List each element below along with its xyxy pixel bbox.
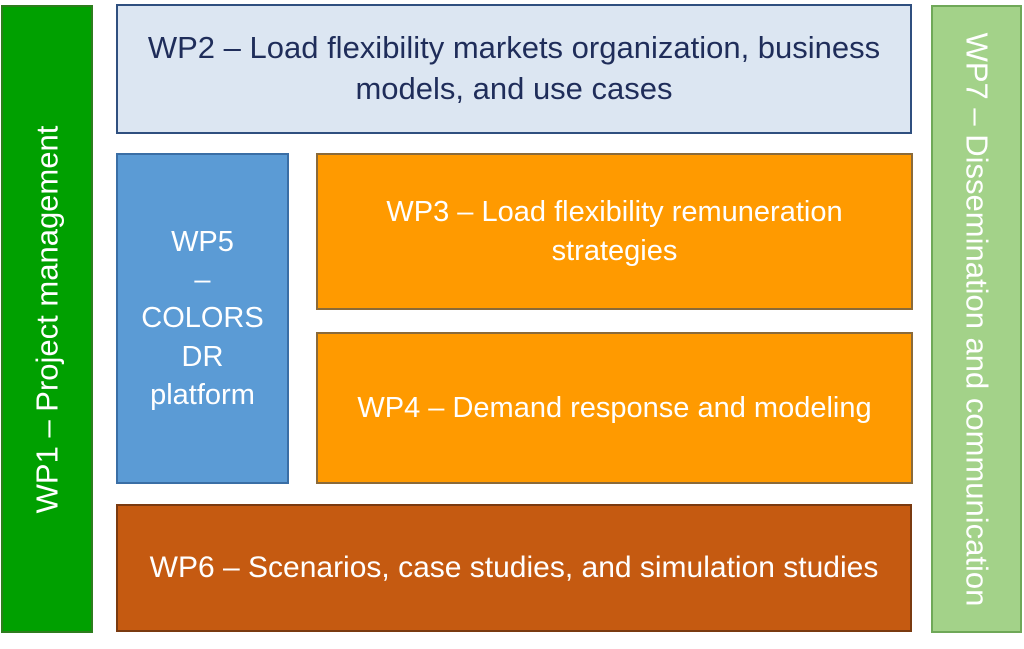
- wp5-label: WP5 – COLORS DR platform: [141, 223, 263, 414]
- wp6-scenarios-box: WP6 – Scenarios, case studies, and simul…: [116, 504, 912, 632]
- wp7-dissemination-box: WP7 – Dissemination and communication: [931, 5, 1022, 633]
- wp1-label: WP1 – Project management: [29, 125, 65, 513]
- wp6-label: WP6 – Scenarios, case studies, and simul…: [149, 551, 879, 585]
- wp5-line-2: –: [194, 264, 211, 297]
- wp4-label: WP4 – Demand response and modeling: [357, 391, 872, 424]
- wp5-line-1: WP5: [171, 225, 234, 258]
- wp1-project-management-box: WP1 – Project management: [1, 5, 93, 633]
- wp5-line-4: DR: [181, 340, 224, 373]
- wp2-markets-box: WP2 – Load flexibility markets organizat…: [116, 4, 912, 134]
- wp4-demand-response-box: WP4 – Demand response and modeling: [316, 332, 913, 484]
- wp2-label: WP2 – Load flexibility markets organizat…: [147, 30, 881, 106]
- wp5-line-5: platform: [150, 378, 255, 411]
- wp3-label: WP3 – Load flexibility remuneration stra…: [386, 196, 843, 267]
- wp5-line-3: COLORS: [141, 302, 264, 335]
- wp3-remuneration-box: WP3 – Load flexibility remuneration stra…: [316, 153, 913, 310]
- wp7-label: WP7 – Dissemination and communication: [959, 32, 995, 606]
- wp5-colors-platform-box: WP5 – COLORS DR platform: [116, 153, 289, 484]
